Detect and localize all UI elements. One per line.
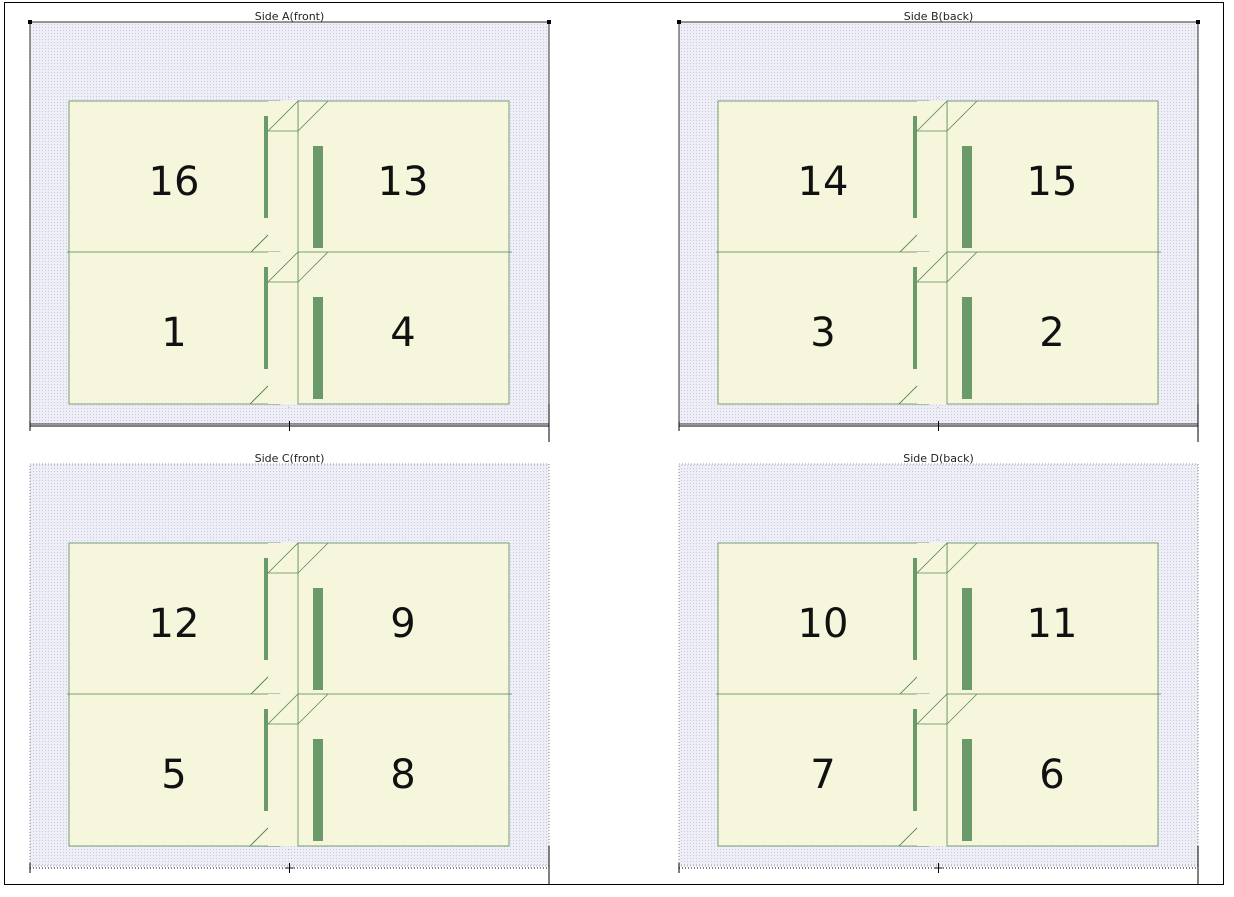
page-box xyxy=(717,542,930,696)
side-sheet-1: Side A(front) 16 13 1 4 xyxy=(28,10,551,442)
page-number: 1 xyxy=(161,310,186,356)
spine-bar xyxy=(962,588,972,690)
page-cell: 4 xyxy=(267,251,510,405)
corner-square xyxy=(677,20,681,24)
page-box xyxy=(297,542,510,696)
page-box xyxy=(946,251,1159,405)
outer-frame xyxy=(4,2,1224,885)
side-label: Side D(back) xyxy=(903,452,973,465)
page-corner-fold xyxy=(916,100,948,132)
page-number: 5 xyxy=(161,752,186,798)
page-number: 3 xyxy=(810,310,835,356)
page-corner-fold xyxy=(267,251,299,283)
corner-square xyxy=(1196,20,1200,24)
page-box xyxy=(297,100,510,254)
page-number: 11 xyxy=(1027,601,1078,647)
spine-bar xyxy=(313,297,323,399)
page-corner-fold xyxy=(267,100,299,132)
spine-bar xyxy=(962,146,972,248)
page-box xyxy=(297,693,510,847)
fold-diagonal xyxy=(297,100,329,132)
spine-bar xyxy=(962,297,972,399)
fold-diagonal xyxy=(297,693,329,725)
page-number: 10 xyxy=(798,601,849,647)
page-cell: 8 xyxy=(267,693,510,847)
corner-square xyxy=(547,20,551,24)
page-number: 9 xyxy=(390,601,415,647)
spine-bar xyxy=(313,739,323,841)
corner-square xyxy=(28,20,32,24)
page-number: 2 xyxy=(1039,310,1064,356)
page-number: 13 xyxy=(378,159,429,205)
spine-bar xyxy=(313,146,323,248)
page-box xyxy=(946,693,1159,847)
side-label: Side C(front) xyxy=(255,452,325,465)
page-box xyxy=(946,100,1159,254)
fold-diagonal xyxy=(946,100,978,132)
page-corner-fold xyxy=(267,693,299,725)
page-box xyxy=(297,251,510,405)
page-corner-fold xyxy=(267,542,299,574)
page-cell: 13 xyxy=(267,100,510,254)
spine-bar xyxy=(962,739,972,841)
page-box xyxy=(68,100,281,254)
page-box xyxy=(946,542,1159,696)
page-corner-fold xyxy=(916,542,948,574)
page-corner-fold xyxy=(916,693,948,725)
page-cell: 2 xyxy=(916,251,1159,405)
page-corner-fold xyxy=(916,251,948,283)
page-box xyxy=(68,693,281,847)
side-label: Side B(back) xyxy=(904,10,974,23)
page-number: 7 xyxy=(810,752,835,798)
side-sheet-2: Side B(back) 14 15 3 2 xyxy=(677,10,1200,442)
side-label: Side A(front) xyxy=(255,10,325,23)
side-sheet-4: Side D(back) 10 11 7 6 xyxy=(678,452,1199,884)
side-sheet-3: Side C(front) 12 9 5 8 xyxy=(29,452,550,884)
page-number: 12 xyxy=(149,601,200,647)
page-cell: 11 xyxy=(916,542,1159,696)
page-number: 16 xyxy=(149,159,200,205)
page-cell: 15 xyxy=(916,100,1159,254)
page-cell: 6 xyxy=(916,693,1159,847)
page-box xyxy=(68,251,281,405)
fold-diagonal xyxy=(297,542,329,574)
page-number: 8 xyxy=(390,752,415,798)
page-number: 14 xyxy=(798,159,849,205)
fold-diagonal xyxy=(946,251,978,283)
fold-diagonal xyxy=(946,693,978,725)
page-cell: 9 xyxy=(267,542,510,696)
fold-diagonal xyxy=(946,542,978,574)
page-number: 15 xyxy=(1027,159,1078,205)
page-number: 6 xyxy=(1039,752,1064,798)
page-number: 4 xyxy=(390,310,415,356)
page-box xyxy=(717,100,930,254)
spine-bar xyxy=(313,588,323,690)
page-box xyxy=(717,251,930,405)
fold-diagonal xyxy=(297,251,329,283)
